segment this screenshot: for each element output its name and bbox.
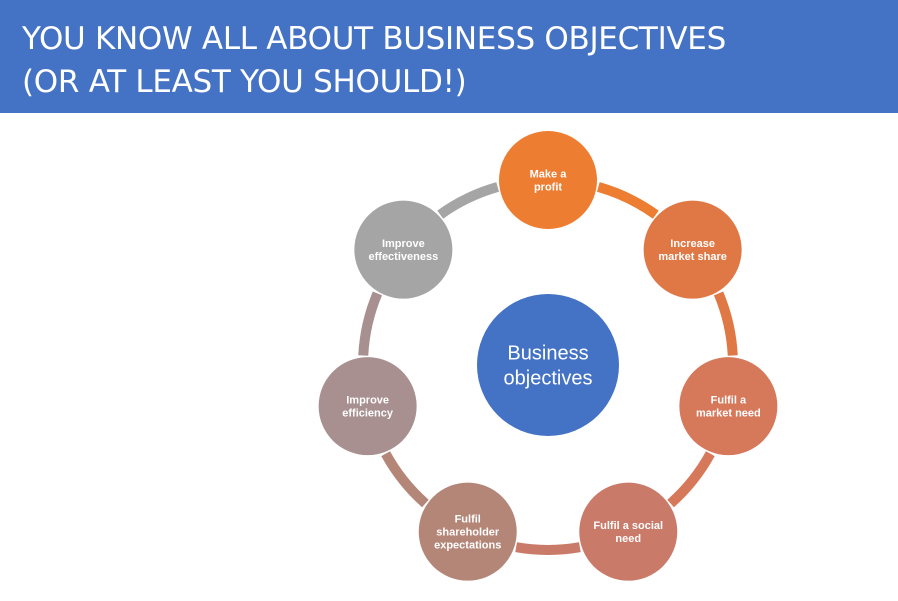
slide-title: YOU KNOW ALL ABOUT BUSINESS OBJECTIVES (… xyxy=(22,18,726,104)
node-label-line: Fulfil a social xyxy=(593,520,663,532)
node-circle xyxy=(318,357,417,456)
center-hub: Business objectives xyxy=(477,294,619,436)
node-label-line: market need xyxy=(696,408,761,420)
connector-arc xyxy=(667,451,715,508)
node-label-line: Improve xyxy=(346,395,389,407)
connector-arc xyxy=(596,182,659,219)
connector-arc xyxy=(437,182,500,219)
node-label-line: Fulfil xyxy=(455,514,481,526)
node-circle xyxy=(679,357,778,456)
node-label-line: Increase xyxy=(670,238,715,250)
connector-arc xyxy=(381,451,429,508)
node-label-line: Improve xyxy=(382,238,425,250)
node-label-line: market share xyxy=(658,251,727,263)
node-circle xyxy=(579,482,678,581)
center-label: Business objectives xyxy=(504,343,593,390)
slide-title-line-1: YOU KNOW ALL ABOUT BUSINESS OBJECTIVES xyxy=(22,21,726,57)
node-label-line: Fulfil a xyxy=(711,395,747,407)
node-circle xyxy=(354,200,453,299)
node-label-line: Make a xyxy=(530,169,568,181)
node-circle xyxy=(499,131,597,229)
node-label-line: need xyxy=(615,533,641,545)
node-circle xyxy=(643,200,742,299)
node-label-line: efficiency xyxy=(342,408,394,420)
node-label-line: shareholder xyxy=(436,527,500,539)
connector-arc xyxy=(713,291,738,356)
node-circle xyxy=(418,482,517,581)
center-label-line: objectives xyxy=(504,368,593,390)
center-label-line: Business xyxy=(507,343,588,365)
title-banner: YOU KNOW ALL ABOUT BUSINESS OBJECTIVES (… xyxy=(0,0,898,113)
slide-title-line-2: (OR AT LEAST YOU SHOULD!) xyxy=(22,64,467,100)
cycle-connectors xyxy=(358,182,738,555)
node-label-line: profit xyxy=(534,182,562,194)
connector-arc xyxy=(358,291,383,356)
node-label-line: effectiveness xyxy=(369,251,439,263)
node-label-line: expectations xyxy=(434,540,501,552)
center-circle xyxy=(477,294,619,436)
connector-arc xyxy=(515,542,581,555)
